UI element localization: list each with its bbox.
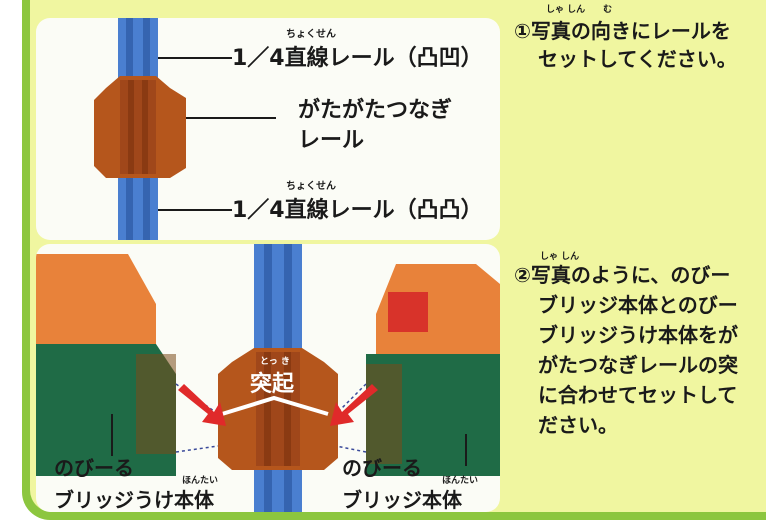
step1-ruby: しゃ しん む bbox=[546, 5, 613, 15]
bump-indicator bbox=[221, 395, 329, 416]
step2-line1: ②写真のように、のびー bbox=[514, 263, 731, 287]
left-label-line1: のびーる bbox=[54, 456, 134, 480]
bottom-straight-rail bbox=[118, 173, 158, 240]
bridge-assembly-illustration bbox=[36, 244, 500, 512]
rail-assembly-illustration bbox=[94, 18, 276, 240]
step1-line2: セットしてください。 bbox=[538, 47, 737, 71]
bump-ruby: とっ き bbox=[260, 357, 290, 367]
label-bottom-ruby: ちょくせん bbox=[286, 181, 336, 192]
step2-line3: ブリッジうけ本体をが bbox=[538, 323, 738, 347]
right-label-ruby: ほんたい bbox=[442, 476, 479, 486]
bridge-receiver-top bbox=[36, 254, 156, 344]
left-arrow bbox=[178, 384, 226, 426]
label-connector-line1: がたがたつなぎ bbox=[298, 98, 453, 123]
step2-line5: に合わせてセットして bbox=[538, 383, 738, 407]
label-top-rail: 1／4直線レール（凸凹） bbox=[232, 46, 483, 71]
label-top-ruby: ちょくせん bbox=[286, 29, 336, 40]
right-label-line1: のびーる bbox=[342, 456, 422, 480]
right-label-line2: ブリッジ本体 bbox=[342, 488, 462, 512]
label-bottom-rail: 1／4直線レール（凸凸） bbox=[232, 198, 483, 223]
label-connector-line2: レール bbox=[298, 128, 365, 153]
step2-line4: がたつなぎレールの突 bbox=[538, 353, 738, 377]
step2-ruby: しゃ しん bbox=[540, 252, 580, 262]
step2-line6: ださい。 bbox=[538, 413, 618, 437]
step1-line1: ①写真の向きにレールを bbox=[514, 19, 731, 43]
bump-label: 突起 bbox=[250, 372, 295, 397]
left-label-ruby: ほんたい bbox=[182, 476, 219, 486]
left-label-line2: ブリッジうけ本体 bbox=[54, 488, 214, 512]
bridge-assembly-photo: とっ き 突起 のびーる ほんたい ブリッジうけ本体 のびーる ほんたい ブリッ… bbox=[36, 244, 500, 512]
step2-line2: ブリッジ本体とのびー bbox=[538, 293, 738, 317]
rail-assembly-photo: ちょくせん 1／4直線レール（凸凹） がたがたつなぎ レール ちょくせん 1／4… bbox=[36, 18, 500, 240]
right-arrow bbox=[330, 384, 378, 426]
